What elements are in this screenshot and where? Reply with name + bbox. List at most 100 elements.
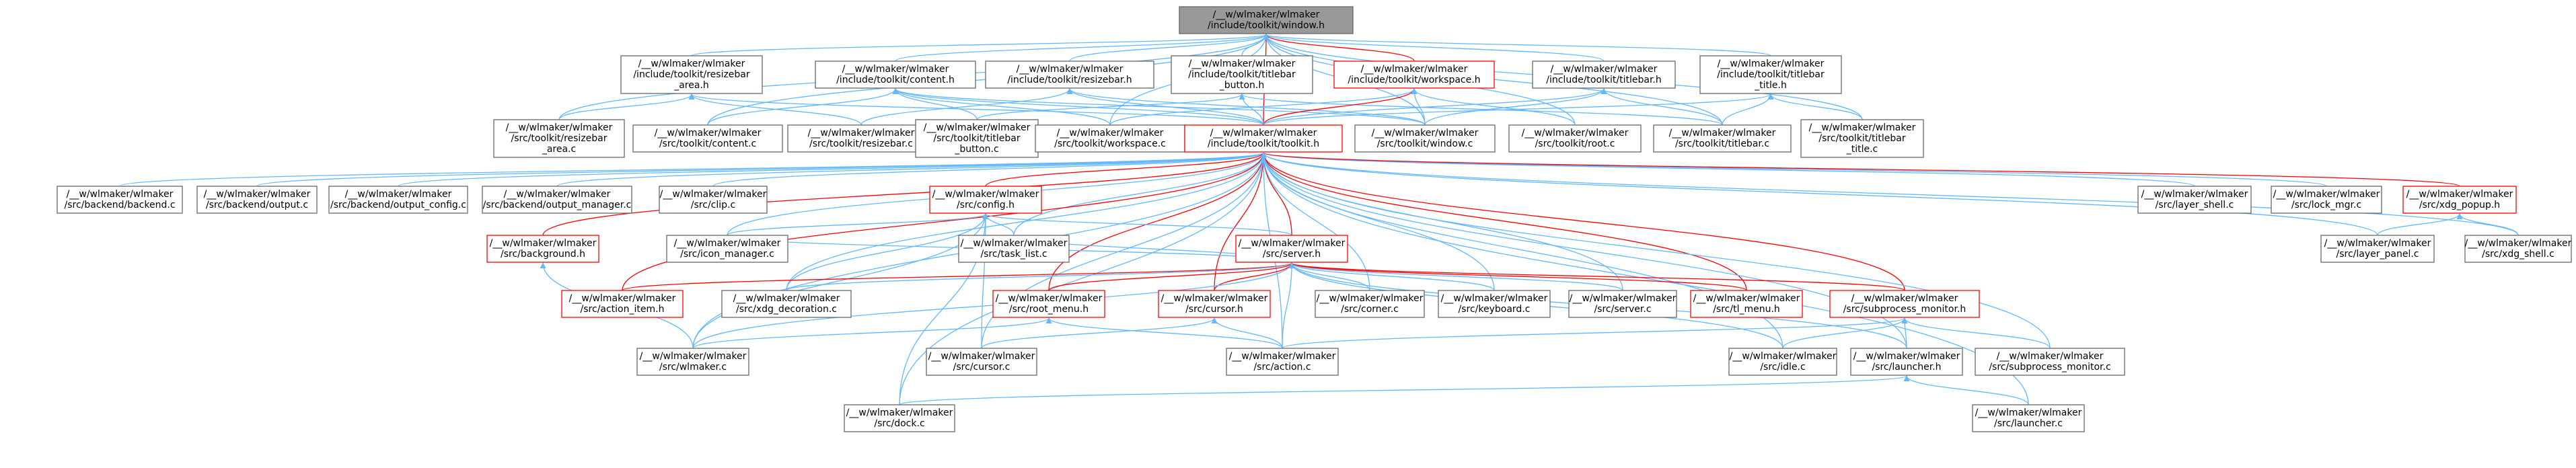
node-box (1728, 348, 1837, 376)
edge-subprocess-monitor-h-to-toolkit-h (1260, 152, 1905, 291)
node-box (992, 290, 1105, 318)
node-content-c[interactable]: /__w/wlmaker/wlmaker/src/toolkit/content… (632, 124, 783, 153)
node-label-line: /__w/wlmaker/wlmaker (490, 238, 597, 249)
node-titlebar-button-c[interactable]: /__w/wlmaker/wlmaker/src/toolkit/titleba… (915, 119, 1039, 158)
node-box (1972, 404, 2085, 432)
edge-root-menu-h-to-toolkit-h (1048, 152, 1267, 291)
node-label-line: /__w/wlmaker/wlmaker (996, 293, 1103, 304)
node-label-line: /__w/wlmaker/wlmaker (1718, 58, 1825, 69)
node-launcher-c[interactable]: /__w/wlmaker/wlmaker/src/launcher.c (1972, 404, 2085, 432)
edge-workspace-h-to-window-h (1263, 34, 1415, 62)
node-layer-panel-c[interactable]: /__w/wlmaker/wlmaker/src/layer_panel.c (2320, 235, 2435, 263)
node-box (493, 119, 625, 158)
edge-xdg-shell-c-to-toolkit-h (1260, 152, 2519, 236)
node-action-c[interactable]: /__w/wlmaker/wlmaker/src/action.c (1226, 348, 1339, 376)
node-label-line: /__w/wlmaker/wlmaker (2141, 189, 2248, 200)
node-label-line: /src/launcher.c (1994, 418, 2063, 429)
edge-toolkit-h-to-workspace-h (1263, 88, 1418, 126)
node-lock-mgr-c[interactable]: /__w/wlmaker/wlmaker/src/lock_mgr.c (2271, 186, 2382, 214)
node-icon-manager-c[interactable]: /__w/wlmaker/wlmaker/src/icon_manager.c (666, 235, 788, 263)
node-workspace-c[interactable]: /__w/wlmaker/wlmaker/src/toolkit/workspa… (1035, 124, 1185, 153)
node-label-line: /__w/wlmaker/wlmaker (1693, 293, 1800, 304)
node-wlmaker-c[interactable]: /__w/wlmaker/wlmaker/src/wlmaker.c (636, 348, 749, 376)
node-root-menu-h[interactable]: /__w/wlmaker/wlmaker/src/root_menu.h (992, 290, 1105, 318)
node-tl-menu-h[interactable]: /__w/wlmaker/wlmaker/src/tl_menu.h (1690, 290, 1803, 318)
node-label-line: /__w/wlmaker/wlmaker (674, 238, 781, 249)
node-clip-c[interactable]: /__w/wlmaker/wlmaker/src/clip.c (659, 186, 768, 214)
edge-keyboard-c-to-server-h (1288, 262, 1495, 291)
node-cursor-h[interactable]: /__w/wlmaker/wlmaker/src/cursor.h (1158, 290, 1271, 318)
node-content-h[interactable]: /__w/wlmaker/wlmaker/include/toolkit/con… (815, 61, 976, 89)
node-subprocess-monitor-h[interactable]: /__w/wlmaker/wlmaker/src/subprocess_moni… (1829, 290, 1980, 318)
node-box (1184, 124, 1343, 153)
node-xdg-popup-h[interactable]: /__w/wlmaker/wlmaker/src/xdg_popup.h (2402, 186, 2517, 214)
node-workspace-h[interactable]: /__w/wlmaker/wlmaker/include/toolkit/wor… (1333, 61, 1495, 89)
edge-cursor-h-to-server-h (1214, 262, 1295, 291)
node-task-list-c[interactable]: /__w/wlmaker/wlmaker/src/task_list.c (958, 235, 1070, 263)
node-label-line: /src/background.h (501, 249, 585, 260)
node-label-line: /src/backend/output_manager.c (483, 200, 632, 210)
node-box (666, 235, 788, 263)
node-layer-shell-c[interactable]: /__w/wlmaker/wlmaker/src/layer_shell.c (2137, 186, 2252, 214)
node-titlebar-title-h[interactable]: /__w/wlmaker/wlmaker/include/toolkit/tit… (1699, 55, 1842, 94)
node-label-line: /src/toolkit/titlebar (1818, 133, 1905, 144)
node-xdg-decoration-c[interactable]: /__w/wlmaker/wlmaker/src/xdg_decoration.… (721, 290, 852, 318)
node-label-line: _button.h (1219, 80, 1265, 91)
node-output-config-c[interactable]: /__w/wlmaker/wlmaker/src/backend/output_… (328, 186, 468, 214)
node-dock-c[interactable]: /__w/wlmaker/wlmaker/src/dock.c (844, 404, 955, 432)
node-label-line: /__w/wlmaker/wlmaker (1317, 293, 1424, 304)
node-resizebar-h[interactable]: /__w/wlmaker/wlmaker/include/toolkit/res… (985, 61, 1154, 89)
node-label-line: /src/toolkit/resizebar.c (809, 139, 913, 149)
edge-resizebar-c-to-resizebar-h (860, 88, 1073, 126)
node-server-c[interactable]: /__w/wlmaker/wlmaker/src/server.c (1568, 290, 1677, 318)
node-label-line: /src/toolkit/titlebar.c (1675, 139, 1769, 149)
node-titlebar-button-h[interactable]: /__w/wlmaker/wlmaker/include/toolkit/tit… (1171, 55, 1313, 94)
node-box (985, 61, 1154, 89)
node-background-h[interactable]: /__w/wlmaker/wlmaker/src/background.h (486, 235, 599, 263)
node-titlebar-h[interactable]: /__w/wlmaker/wlmaker/include/toolkit/tit… (1532, 61, 1676, 89)
edge-window-c-to-content-h (892, 88, 1426, 126)
node-window-h[interactable]: /__w/wlmaker/wlmaker/include/toolkit/win… (1179, 6, 1354, 34)
node-backend-c[interactable]: /__w/wlmaker/wlmaker/src/backend/backend… (57, 186, 183, 214)
node-titlebar-title-c[interactable]: /__w/wlmaker/wlmaker/src/toolkit/titleba… (1800, 119, 1924, 158)
node-corner-c[interactable]: /__w/wlmaker/wlmaker/src/corner.c (1315, 290, 1425, 318)
node-window-c[interactable]: /__w/wlmaker/wlmaker/src/toolkit/window.… (1354, 124, 1496, 153)
node-box (632, 124, 783, 153)
node-label-line: /src/layer_shell.c (2156, 200, 2234, 210)
node-keyboard-c[interactable]: /__w/wlmaker/wlmaker/src/keyboard.c (1438, 290, 1551, 318)
node-label-line: /include/toolkit/titlebar.h (1546, 75, 1662, 85)
node-label-line: /__w/wlmaker/wlmaker (660, 189, 767, 200)
node-output-manager-c[interactable]: /__w/wlmaker/wlmaker/src/backend/output_… (482, 186, 632, 214)
edge-dock-c-to-launcher-h (899, 375, 1909, 405)
node-titlebar-c[interactable]: /__w/wlmaker/wlmaker/src/toolkit/titleba… (1653, 124, 1792, 153)
node-resizebar-area-h[interactable]: /__w/wlmaker/wlmaker/include/toolkit/res… (620, 55, 763, 94)
node-idle-c[interactable]: /__w/wlmaker/wlmaker/src/idle.c (1728, 348, 1837, 376)
node-output-c[interactable]: /__w/wlmaker/wlmaker/src/backend/output.… (196, 186, 318, 214)
node-resizebar-c[interactable]: /__w/wlmaker/wlmaker/src/toolkit/resizeb… (787, 124, 935, 153)
node-cursor-c[interactable]: /__w/wlmaker/wlmaker/src/cursor.c (926, 348, 1037, 376)
node-label-line: /src/clip.c (691, 200, 735, 210)
edge-titlebar-title-c-to-titlebar-title-h (1767, 93, 1863, 120)
node-server-h[interactable]: /__w/wlmaker/wlmaker/src/server.h (1235, 235, 1348, 263)
node-label-line: /include/toolkit/titlebar (1717, 69, 1825, 80)
node-label-line: /src/launcher.h (1872, 362, 1941, 373)
node-root-c[interactable]: /__w/wlmaker/wlmaker/src/toolkit/root.c (1508, 124, 1642, 153)
node-subprocess-monitor-c[interactable]: /__w/wlmaker/wlmaker/src/subprocess_moni… (1975, 348, 2125, 376)
edge-toolkit-h-to-resizebar-h (1066, 88, 1264, 126)
node-xdg-shell-c[interactable]: /__w/wlmaker/wlmaker/src/xdg_shell.c (2464, 235, 2572, 263)
node-label-line: /__w/wlmaker/wlmaker (928, 351, 1035, 362)
node-box (787, 124, 935, 153)
node-label-line: /__w/wlmaker/wlmaker (1189, 58, 1296, 69)
node-label-line: /__w/wlmaker/wlmaker (1441, 293, 1548, 304)
node-box (561, 290, 684, 318)
node-resizebar-area-c[interactable]: /__w/wlmaker/wlmaker/src/toolkit/resizeb… (493, 119, 625, 158)
node-config-h[interactable]: /__w/wlmaker/wlmaker/src/config.h (929, 186, 1042, 214)
node-toolkit-h[interactable]: /__w/wlmaker/wlmaker/include/toolkit/too… (1184, 124, 1343, 153)
node-action-item-h[interactable]: /__w/wlmaker/wlmaker/src/action_item.h (561, 290, 684, 318)
node-label-line: /__w/wlmaker/wlmaker (1161, 293, 1268, 304)
node-box (1690, 290, 1803, 318)
node-launcher-h[interactable]: /__w/wlmaker/wlmaker/src/launcher.h (1850, 348, 1963, 376)
node-box (196, 186, 318, 214)
node-box (1800, 119, 1924, 158)
node-label-line: /src/toolkit/resizebar (511, 133, 607, 144)
